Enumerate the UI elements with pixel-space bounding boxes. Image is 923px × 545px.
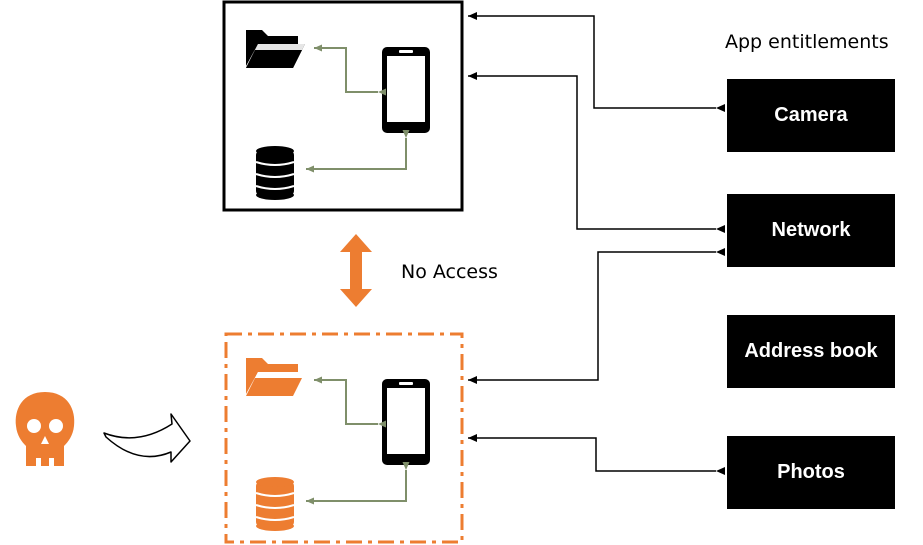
entitlement-address-book: Address book (727, 315, 895, 388)
connector-network-top (468, 72, 725, 233)
connector-photos (468, 434, 725, 475)
top-internal-connector-folder (314, 44, 386, 96)
folder-icon (246, 358, 305, 396)
skull-icon (15, 392, 75, 466)
database-icon (255, 146, 295, 200)
folder-icon (246, 30, 305, 68)
entitlement-camera: Camera (727, 79, 895, 152)
connector-network-bottom (468, 248, 725, 384)
no-access-label: No Access (401, 261, 498, 283)
connector-camera (468, 12, 725, 112)
entitlement-photos: Photos (727, 436, 895, 509)
bottom-internal-connector-folder (314, 376, 386, 428)
top-internal-connector-database (306, 130, 410, 173)
bottom-internal-connector-database (306, 462, 410, 505)
database-icon (255, 477, 295, 531)
entitlements-heading: App entitlements (725, 31, 889, 53)
curved-arrow-icon (103, 413, 191, 463)
smartphone-icon (382, 47, 430, 133)
smartphone-icon (382, 379, 430, 465)
entitlement-network: Network (727, 194, 895, 267)
double-arrow-icon (340, 234, 372, 307)
